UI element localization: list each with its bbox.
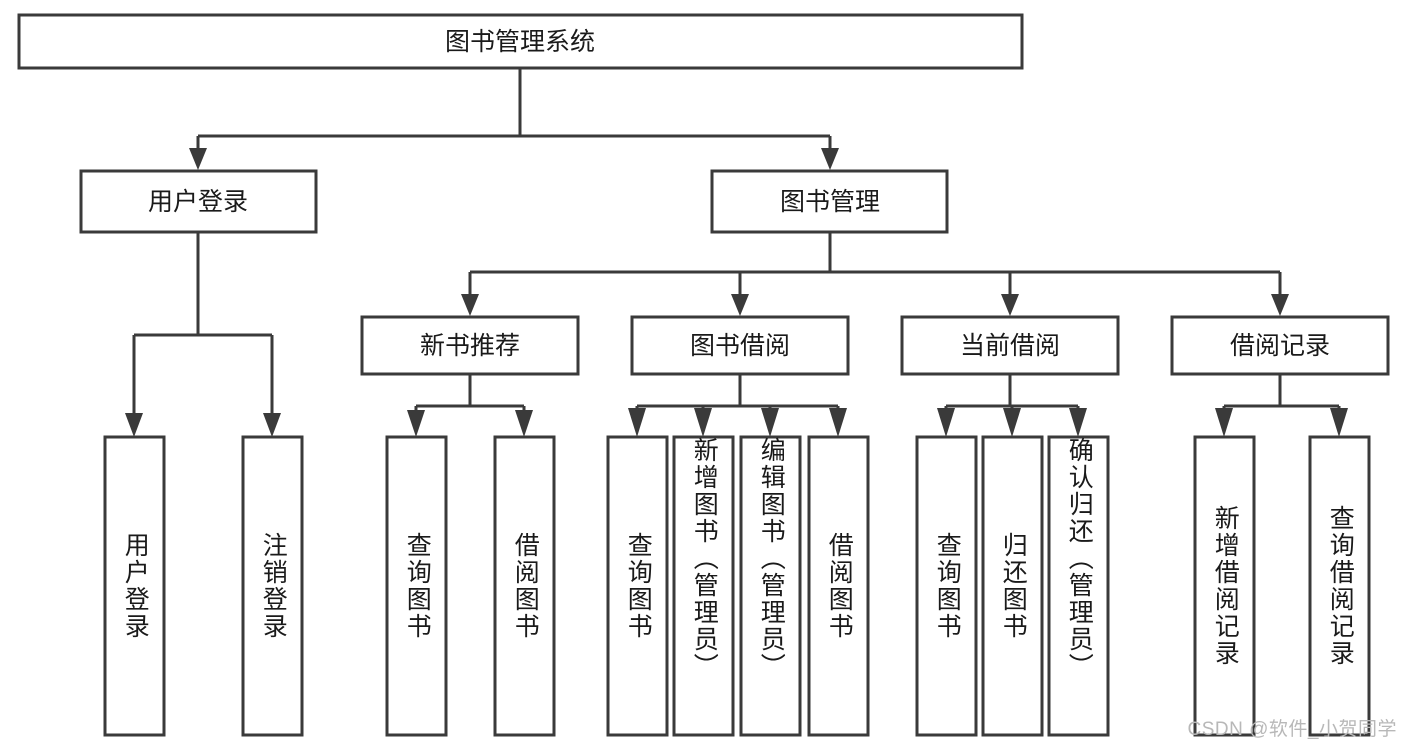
connector-group-book-manage: [461, 232, 1289, 316]
arrow-head-current-borrow: [1001, 294, 1019, 316]
leaf-box-user-login[interactable]: [103, 435, 166, 737]
node-current-borrow[interactable]: 当前借阅: [900, 315, 1120, 376]
arrow-head-leaf-logout: [263, 413, 281, 437]
node-book-borrow[interactable]: 图书借阅: [630, 315, 850, 376]
node-book-manage-box[interactable]: [710, 169, 949, 234]
leaf-box-return-book[interactable]: [981, 435, 1044, 737]
node-root-box[interactable]: [17, 13, 1024, 70]
arrow-head-borrow-record: [1271, 294, 1289, 316]
node-borrow-record-label: 借阅记录: [1230, 332, 1330, 360]
arrow-head-nbr-leaf-1: [407, 410, 425, 437]
connector-group-book-borrow: [628, 374, 847, 437]
node-new-book-recommend[interactable]: 新书推荐: [360, 315, 580, 376]
arrow-head-book-borrow: [731, 294, 749, 316]
arrow-head-user-login: [189, 148, 207, 170]
leaf-box-add-book-admin[interactable]: [672, 435, 735, 737]
arrow-head-book-manage: [821, 148, 839, 170]
leaf-box-confirm-return-admin[interactable]: [1047, 435, 1110, 737]
leaf-box-query-book-nbr[interactable]: [385, 435, 448, 737]
leaf-box-query-book-cb[interactable]: [915, 435, 978, 737]
connector-group-borrow-record: [1215, 374, 1348, 437]
arrow-head-cb-leaf-3: [1069, 408, 1087, 437]
node-current-borrow-box[interactable]: [900, 315, 1120, 376]
node-book-borrow-label: 图书借阅: [690, 332, 790, 360]
node-book-manage-label: 图书管理: [780, 188, 880, 216]
arrow-head-leaf-user-login: [125, 413, 143, 437]
node-current-borrow-label: 当前借阅: [960, 332, 1060, 360]
node-borrow-record-box[interactable]: [1170, 315, 1390, 376]
node-user-login[interactable]: 用户登录: [79, 169, 318, 234]
node-book-borrow-box[interactable]: [630, 315, 850, 376]
connector-group-user-login: [125, 232, 281, 437]
node-root-label: 图书管理系统: [445, 28, 595, 56]
arrow-head-br-leaf-2: [1330, 408, 1348, 437]
leaf-box-borrow-book-bb[interactable]: [807, 435, 870, 737]
csdn-watermark: CSDN @软件_小贺同学: [1187, 719, 1397, 740]
arrow-head-bb-leaf-2: [694, 408, 712, 437]
leaf-box-logout[interactable]: [241, 435, 304, 737]
node-user-login-label: 用户登录: [148, 188, 248, 216]
arrow-head-bb-leaf-4: [829, 408, 847, 437]
arrow-head-new-book-recommend: [461, 294, 479, 316]
leaf-box-borrow-book-nbr[interactable]: [493, 435, 556, 737]
leaf-box-edit-book-admin[interactable]: [739, 435, 802, 737]
node-borrow-record[interactable]: 借阅记录: [1170, 315, 1390, 376]
arrow-head-cb-leaf-1: [937, 408, 955, 437]
arrow-head-cb-leaf-2: [1003, 408, 1021, 437]
arrow-head-bb-leaf-3: [761, 408, 779, 437]
arrow-head-nbr-leaf-2: [515, 410, 533, 437]
leaf-box-query-borrow-record[interactable]: [1308, 435, 1371, 737]
leaf-box-query-book-bb[interactable]: [606, 435, 669, 737]
connector-group-new-book-recommend: [407, 374, 533, 437]
node-user-login-box[interactable]: [79, 169, 318, 234]
arrow-head-br-leaf-1: [1215, 408, 1233, 437]
node-root-system[interactable]: 图书管理系统: [17, 13, 1024, 70]
leaf-boxes: [103, 435, 1371, 737]
node-book-manage[interactable]: 图书管理: [710, 169, 949, 234]
connector-group-current-borrow: [937, 374, 1087, 437]
leaf-box-add-borrow-record[interactable]: [1193, 435, 1256, 737]
node-new-book-recommend-label: 新书推荐: [420, 332, 520, 360]
connector-group-root: [189, 68, 839, 170]
node-new-book-recommend-box[interactable]: [360, 315, 580, 376]
arrow-head-bb-leaf-1: [628, 408, 646, 437]
